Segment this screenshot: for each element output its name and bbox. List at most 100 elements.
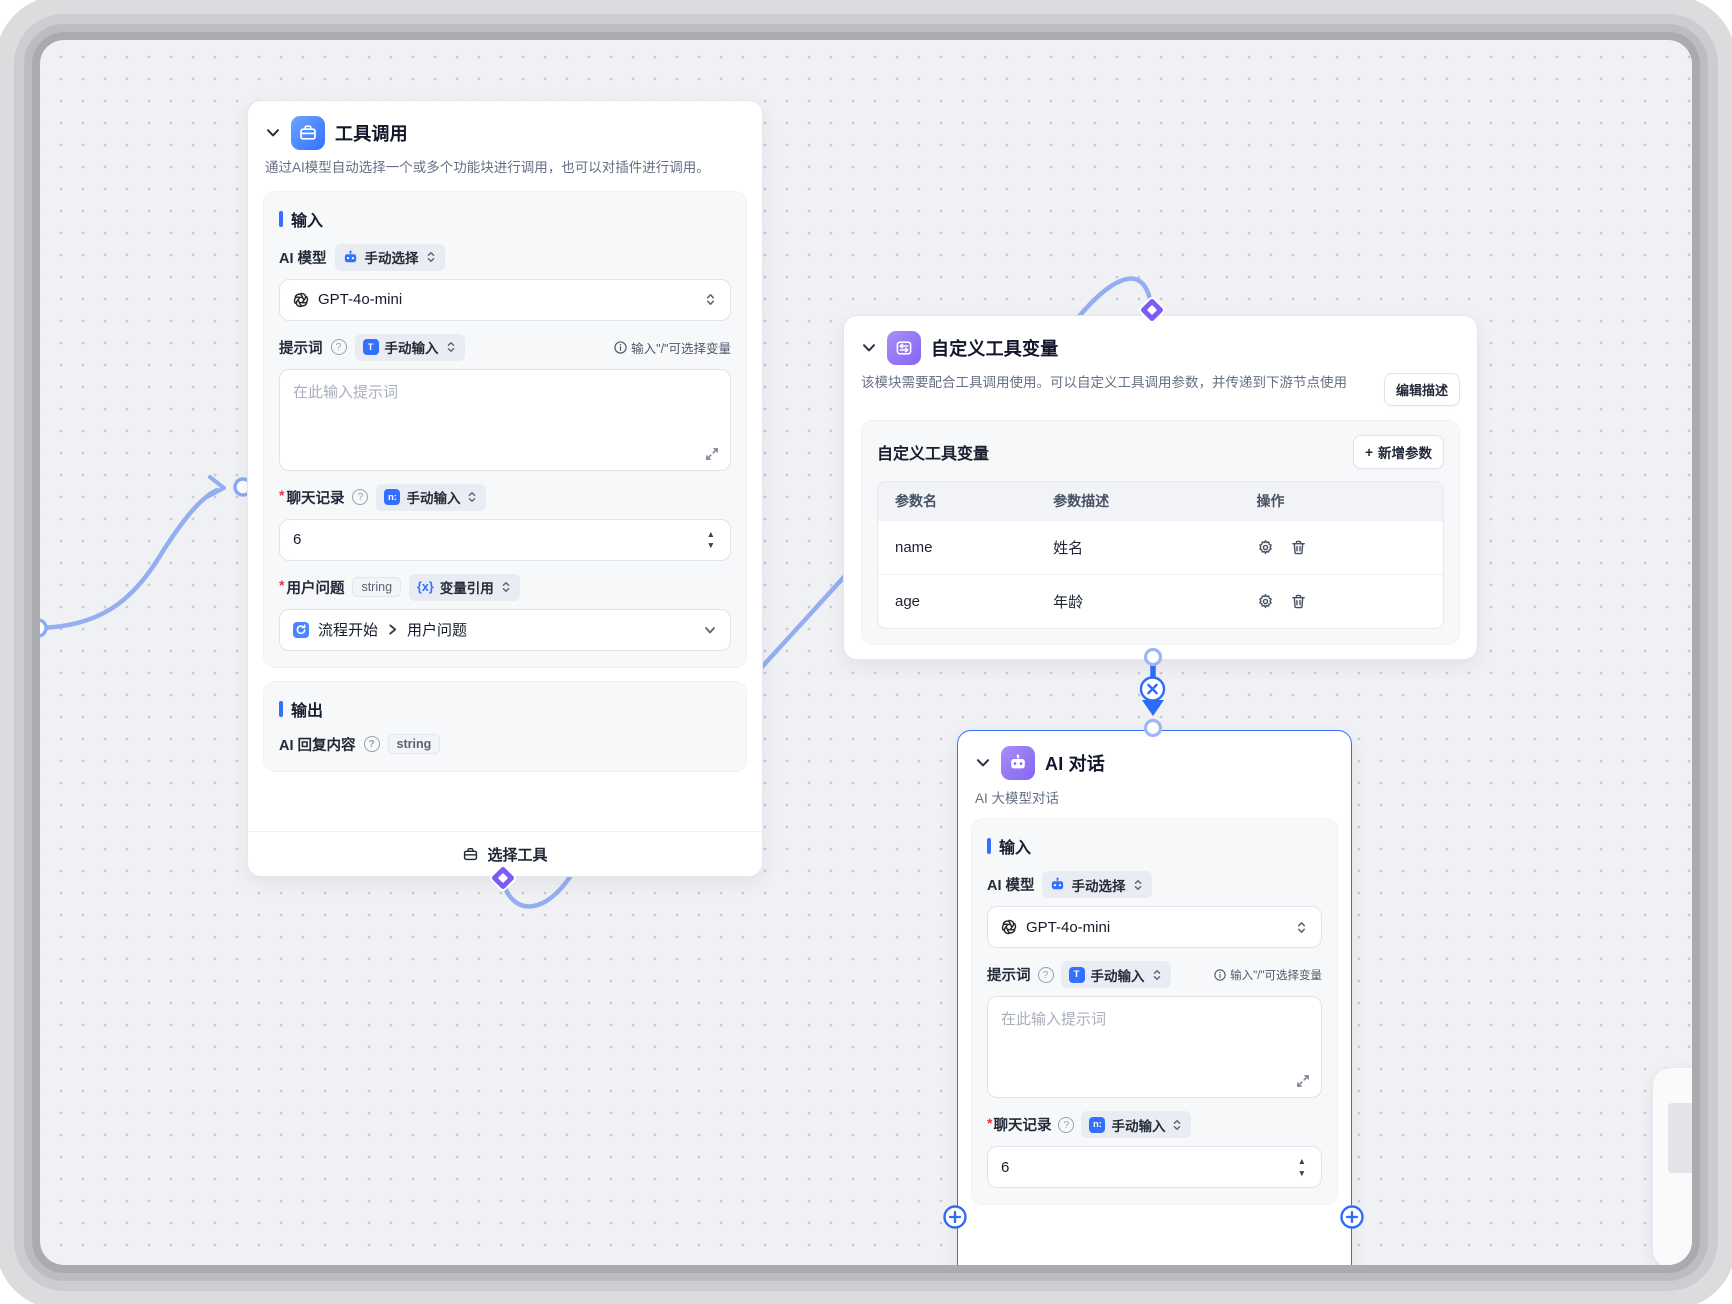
help-icon[interactable]: ? [1058, 1116, 1075, 1133]
type-badge: string [352, 577, 402, 598]
slash-variable-hint: 输入"/"可选择变量 [614, 338, 731, 357]
connector-arrowhead [1142, 700, 1164, 716]
updown-chevron-icon [427, 252, 434, 263]
node-ai-chat[interactable]: AI 对话 AI 大模型对话 输入 AI 模型 手动选择 [957, 730, 1352, 1265]
history-row: * 聊天记录 ? n: 手动输入 [279, 483, 731, 511]
history-tag-label: 手动输入 [1111, 1118, 1166, 1134]
prompt-source-tag[interactable]: T 手动输入 [1060, 961, 1171, 988]
history-number-input[interactable]: 6 ▲▼ [987, 1146, 1322, 1188]
history-value: 6 [1001, 1158, 1010, 1176]
robot-icon [343, 249, 359, 265]
gear-icon[interactable] [1257, 593, 1274, 610]
collapse-chevron-icon[interactable] [861, 340, 877, 356]
node-description: 通过AI模型自动选择一个或多个功能块进行调用，也可以对插件进行调用。 [265, 160, 710, 175]
model-select[interactable]: GPT-4o-mini [987, 906, 1322, 948]
output-section: 输出 AI 回复内容 ? string [263, 680, 747, 772]
trash-icon[interactable] [1290, 539, 1307, 556]
history-source-tag[interactable]: n: 手动输入 [376, 483, 487, 511]
help-icon[interactable]: ? [330, 339, 347, 356]
node-title: AI 对话 [1045, 754, 1106, 774]
updown-chevron-icon [1295, 920, 1308, 935]
question-label: 用户问题 [286, 580, 345, 597]
collapse-chevron-icon[interactable] [975, 755, 991, 771]
table-header-row: 参数名 参数描述 操作 [878, 482, 1443, 520]
table-row: name 姓名 [878, 520, 1443, 574]
column-name: 参数名 [895, 493, 937, 509]
section-accent-bar [279, 700, 283, 717]
number-input-icon: n: [1089, 1116, 1106, 1133]
prompt-textarea-wrap [987, 996, 1322, 1098]
updown-chevron-icon [447, 342, 454, 353]
slash-variable-hint: 输入"/"可选择变量 [1214, 967, 1322, 983]
updown-chevron-icon [704, 292, 717, 307]
question-source-tag[interactable]: {x} 变量引用 [409, 573, 520, 601]
model-select[interactable]: GPT-4o-mini [279, 278, 731, 321]
number-stepper[interactable]: ▲▼ [707, 520, 715, 560]
param-desc: 年龄 [1053, 594, 1084, 611]
ai-model-label: AI 模型 [279, 250, 327, 267]
number-stepper[interactable]: ▲▼ [1298, 1147, 1306, 1187]
expand-icon[interactable] [1296, 1074, 1310, 1088]
prompt-textarea[interactable] [280, 369, 730, 470]
gear-icon[interactable] [1257, 539, 1274, 556]
ref-node-name: 流程开始 [318, 622, 379, 640]
side-peek-thumbnail [1668, 1103, 1692, 1173]
question-ref-select[interactable]: 流程开始 用户问题 [279, 608, 731, 651]
prompt-textarea[interactable] [988, 997, 1321, 1097]
output-label: AI 回复内容 [279, 737, 356, 754]
updown-chevron-icon [502, 582, 510, 593]
custom-variables-panel: 自定义工具变量 + 新增参数 参数名 参数描述 操作 name 姓名 [861, 420, 1460, 645]
flow-canvas[interactable]: 工具调用 通过AI模型自动选择一个或多个功能块进行调用，也可以对插件进行调用。 … [40, 40, 1692, 1265]
section-accent-bar [279, 210, 283, 227]
history-tag-label: 手动输入 [406, 491, 461, 507]
number-input-icon: n: [384, 489, 401, 506]
model-source-tag[interactable]: 手动选择 [1041, 871, 1152, 898]
delete-edge-button[interactable] [1139, 676, 1166, 702]
prompt-tag-label: 手动输入 [384, 341, 439, 357]
expand-icon[interactable] [705, 447, 719, 461]
help-icon[interactable]: ? [352, 489, 369, 506]
collapse-chevron-icon[interactable] [265, 125, 281, 141]
required-asterisk: * [279, 577, 285, 594]
help-icon[interactable]: ? [1037, 966, 1054, 983]
robot-node-icon [1001, 746, 1035, 780]
history-value: 6 [293, 531, 302, 549]
updown-chevron-icon [469, 492, 476, 503]
help-icon[interactable]: ? [363, 736, 380, 753]
edit-description-button[interactable]: 编辑描述 [1383, 373, 1460, 406]
openai-icon [293, 292, 309, 308]
trash-icon[interactable] [1290, 593, 1307, 610]
side-peek-panel[interactable] [1653, 1068, 1692, 1265]
info-icon [1214, 968, 1226, 981]
model-source-tag[interactable]: 手动选择 [334, 243, 445, 271]
type-badge: string [387, 734, 441, 755]
step-down-icon: ▼ [1297, 1167, 1306, 1178]
model-value: GPT-4o-mini [318, 291, 403, 309]
edge-arrowhead [205, 475, 226, 499]
node-tool-call[interactable]: 工具调用 通过AI模型自动选择一个或多个功能块进行调用，也可以对插件进行调用。 … [247, 100, 763, 877]
model-tag-label: 手动选择 [1071, 878, 1126, 894]
select-tool-button[interactable]: 选择工具 [248, 831, 762, 876]
output-row: AI 回复内容 ? string [279, 734, 731, 755]
prompt-label: 提示词 [987, 968, 1031, 984]
updown-chevron-icon [1174, 1119, 1181, 1130]
prompt-row: 提示词 ? T 手动输入 输入"/"可选择变量 [987, 961, 1322, 988]
input-section: 输入 AI 模型 手动选择 [971, 818, 1338, 1205]
table-row: age 年龄 [878, 574, 1443, 628]
section-header: 输出 [279, 697, 731, 721]
node-custom-tool-variables[interactable]: 自定义工具变量 该模块需要配合工具调用使用。可以自定义工具调用参数，并传递到下游… [843, 315, 1478, 660]
history-number-input[interactable]: 6 ▲▼ [279, 518, 731, 561]
chevron-right-icon [389, 624, 397, 635]
variable-ref-icon: {x} [417, 580, 434, 595]
prompt-tag-label: 手动输入 [1090, 968, 1145, 984]
node-title: 自定义工具变量 [931, 339, 1059, 359]
prompt-source-tag[interactable]: T 手动输入 [354, 333, 465, 361]
add-parameter-button[interactable]: + 新增参数 [1353, 435, 1444, 469]
edge-into-tool-call [40, 487, 220, 631]
history-label: 聊天记录 [286, 490, 345, 507]
history-source-tag[interactable]: n: 手动输入 [1081, 1111, 1192, 1138]
step-up-icon: ▲ [706, 528, 715, 539]
node-description-row: 该模块需要配合工具调用使用。可以自定义工具调用参数，并传递到下游节点使用 编辑描… [844, 365, 1477, 418]
node-header: 工具调用 [248, 101, 762, 150]
